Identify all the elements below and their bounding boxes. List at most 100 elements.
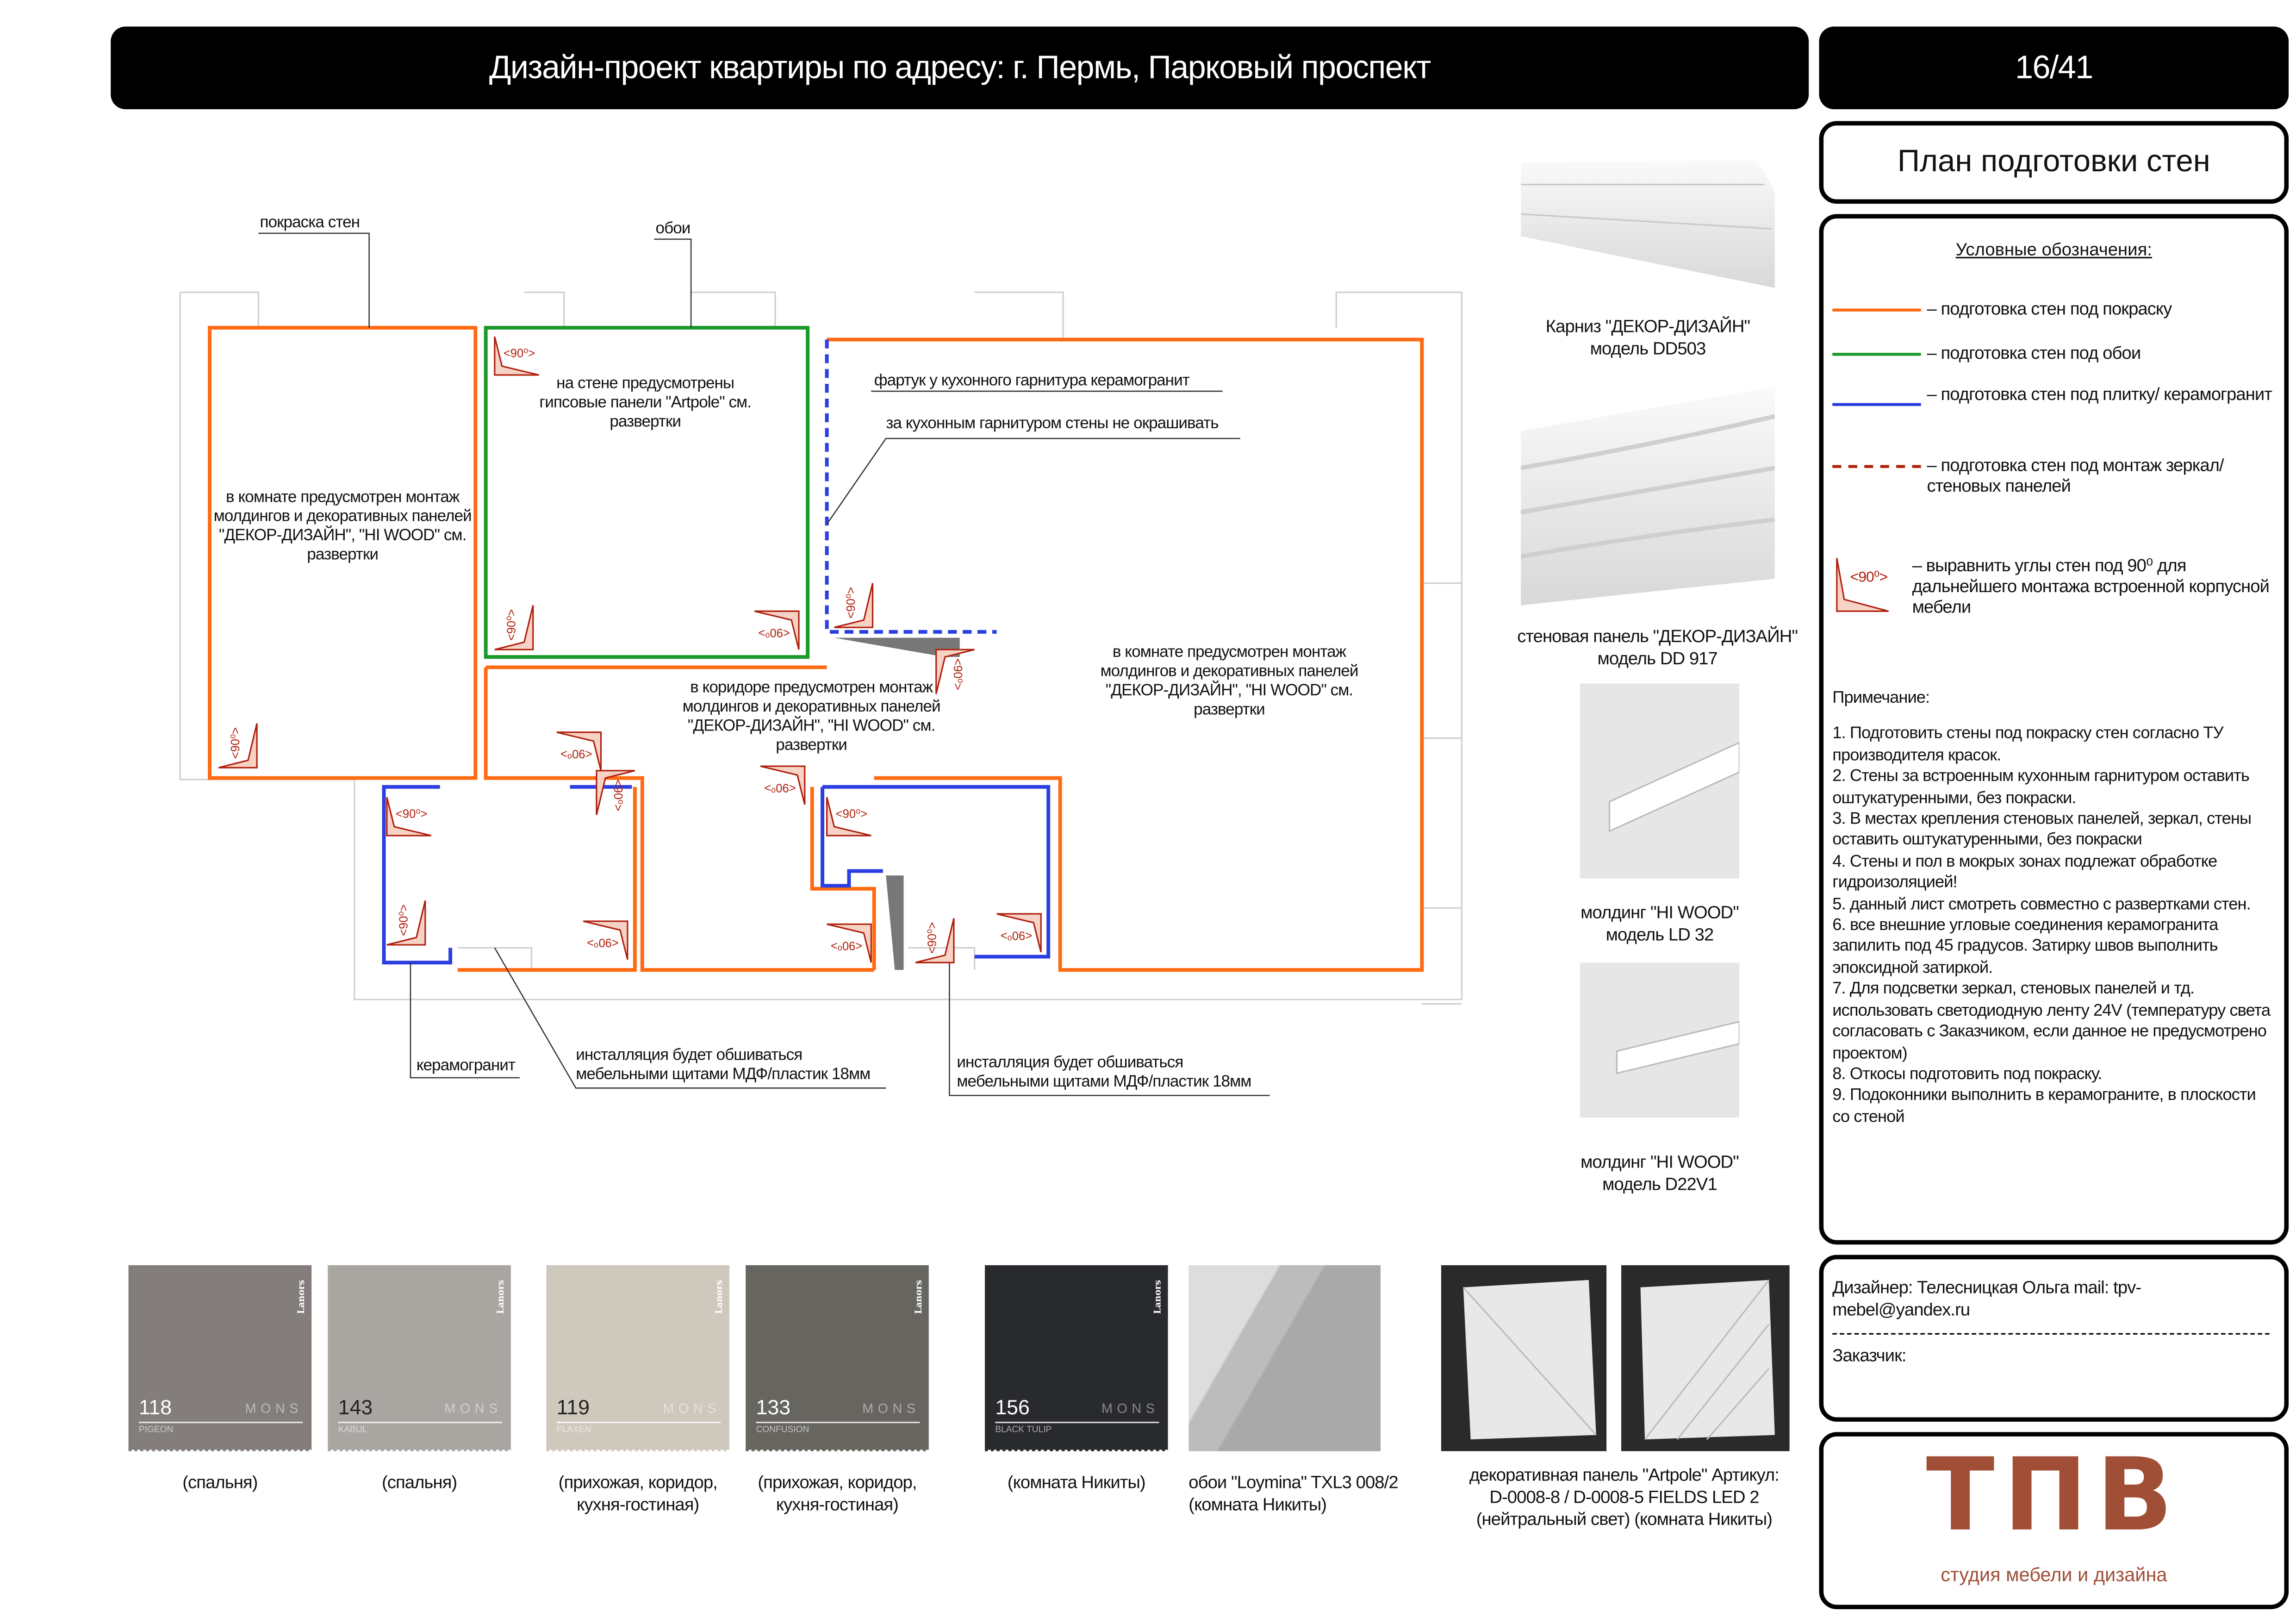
floor-plan: <90⁰> <90⁰> <90⁰> <90⁰> <90⁰> <90⁰> <90⁰> <90⁰>… — [179, 232, 1463, 1096]
label-ceramic: керамогранит — [416, 1057, 516, 1075]
swatch-series: MONS — [862, 1401, 920, 1416]
svg-text:<90⁰>: <90⁰> — [836, 808, 867, 821]
note-item: 4. Стены и пол в мокрых зонах подлежат о… — [1832, 853, 2217, 892]
svg-text:<90⁰>: <90⁰> — [229, 727, 242, 759]
swatch-caption: (комната Никиты) — [1007, 1472, 1146, 1493]
legend-notes-box: Условные обозначения: – подготовка стен … — [1819, 214, 2289, 1245]
logo-mark: ТПВ — [1926, 1438, 2182, 1555]
leader-lines — [258, 232, 1270, 1096]
page-number: 16/41 — [2015, 49, 2093, 86]
paint-swatch: Lanors 133 MONS CONFUSION — [746, 1265, 929, 1456]
swatch-number: 143 — [338, 1395, 373, 1419]
svg-text:<90⁰>: <90⁰> — [764, 781, 796, 794]
legend-item-angle: <90⁰> – выравнить углы стен под 90⁰ для … — [1832, 555, 2275, 617]
wall-bedroom-paint — [208, 325, 478, 780]
wall-bedroom2-wallpaper — [484, 325, 810, 659]
customer-label: Заказчик: — [1832, 1345, 1906, 1366]
svg-text:<90⁰>: <90⁰> — [845, 587, 858, 618]
note-item: 2. Стены за встроенным кухонным гарнитур… — [1832, 768, 2250, 807]
brand-logo: Lanors — [715, 1280, 725, 1314]
notes: Примечание: 1. Подготовить стены под пок… — [1832, 688, 2275, 1128]
serrated-edge — [746, 1449, 929, 1456]
angle-90-marker: <90⁰> — [494, 605, 534, 650]
sheet-title: План подготовки стен — [1897, 144, 2210, 179]
angle-90-icon: <90⁰> — [1836, 558, 1889, 612]
sheet-title-box: План подготовки стен — [1819, 121, 2289, 204]
product-caption-molding-d22v1: молдинг "HI WOOD" модель D22V1 — [1580, 1151, 1739, 1194]
label-room1: в комнате предусмотрен монтаж молдингов … — [213, 488, 472, 564]
note-item: 8. Откосы подготовить под покраску. — [1832, 1066, 2102, 1084]
label-room2: на стене предусмотрены гипсовые панели "… — [539, 375, 752, 431]
angle-90-marker: <90⁰> — [583, 920, 628, 960]
product-caption-wall-panel: стеновая панель "ДЕКОР-ДИЗАЙН" модель DD… — [1517, 626, 1798, 669]
swatch-caption: (прихожая, коридор, кухня-гостиная) — [758, 1472, 917, 1515]
wallpaper-sample-image — [1188, 1265, 1381, 1451]
project-title: Дизайн-проект квартиры по адресу: г. Пер… — [489, 49, 1431, 86]
svg-text:<90⁰>: <90⁰> — [1001, 929, 1032, 942]
angle-90-marker: <90⁰> — [834, 583, 874, 628]
label-install-2: инсталляция будет обшиваться мебельными … — [957, 1054, 1251, 1091]
swatch-series: MONS — [663, 1401, 721, 1416]
swatch-name: BLACK TULIP — [995, 1426, 1052, 1435]
legend-item-tile: – подготовка стен под плитку/ керамогран… — [1832, 384, 2275, 406]
label-wallpaper: обои — [655, 220, 691, 238]
label-living: в комнате предусмотрен монтаж молдингов … — [1100, 643, 1358, 719]
label-install-1: инсталляция будет обшиваться мебельными … — [576, 1047, 871, 1084]
green-line-icon — [1832, 353, 1921, 356]
logo-tagline: студия мебели и дизайна — [1941, 1563, 2167, 1586]
note-item: 5. данный лист смотреть совместно с разв… — [1832, 895, 2251, 913]
notes-title: Примечание: — [1832, 689, 1930, 707]
divider — [995, 1422, 1159, 1424]
angle-90-marker: <90⁰> — [827, 923, 872, 963]
paint-swatch: Lanors 118 MONS PIGEON — [128, 1265, 312, 1456]
swatch-number: 133 — [756, 1395, 791, 1419]
svg-text:<90⁰>: <90⁰> — [587, 936, 618, 949]
note-item: 9. Подоконники выполнить в керамограните… — [1832, 1087, 2256, 1126]
svg-text:<90⁰>: <90⁰> — [560, 747, 592, 760]
kitchen-unit-block — [834, 637, 960, 657]
product-caption-molding-ld32: молдинг "HI WOOD" модель LD 32 — [1580, 902, 1739, 945]
legend-title: Условные обозначения: — [1955, 239, 2152, 260]
serrated-edge — [128, 1449, 312, 1456]
wall-bath2-paint — [810, 787, 876, 970]
swatch-series: MONS — [1101, 1401, 1159, 1416]
swatch-name: FLAXEN — [556, 1426, 591, 1435]
angle-90-marker: <90⁰> — [935, 649, 975, 694]
swatch-caption: (спальня) — [182, 1472, 258, 1493]
wallpaper-caption: обои "Loymina" TXL3 008/2 (комната Никит… — [1188, 1472, 1398, 1515]
product-caption-cornice: Карниз "ДЕКОР-ДИЗАЙН" модель DD503 — [1545, 316, 1750, 359]
installation-block — [886, 875, 904, 970]
angle-90-marker: <90⁰> — [996, 913, 1042, 953]
note-item: 1. Подготовить стены под покраску стен с… — [1832, 725, 2223, 765]
paint-swatch: Lanors 143 MONS KABUL — [328, 1265, 511, 1456]
orange-line-icon — [1832, 308, 1921, 312]
legend-item-paint: – подготовка стен под покраску — [1832, 298, 2275, 319]
angle-90-marker: <90⁰> — [754, 610, 800, 650]
plan-outline — [179, 291, 1463, 1005]
brand-logo: Lanors — [297, 1280, 307, 1314]
label-apron: фартук у кухонного гарнитура керамограни… — [874, 372, 1190, 390]
swatch-series: MONS — [444, 1401, 502, 1416]
label-paint: покраска стен — [260, 214, 361, 232]
angle-90-marker: <90⁰> — [596, 770, 635, 815]
paint-swatch: Lanors 156 MONS BLACK TULIP — [984, 1265, 1168, 1456]
brand-logo: Lanors — [496, 1280, 507, 1314]
svg-text:<90⁰>: <90⁰> — [398, 904, 411, 936]
blue-line-icon — [1832, 403, 1921, 406]
swatch-series: MONS — [245, 1401, 303, 1416]
angle-90-marker: <90⁰> — [386, 797, 431, 837]
svg-text:<90⁰>: <90⁰> — [951, 658, 964, 690]
swatch-caption: (спальня) — [381, 1472, 457, 1493]
legend-item-wallpaper: – подготовка стен под обои — [1832, 343, 2275, 363]
wall-panel-image — [1521, 387, 1775, 606]
cornice-image — [1521, 159, 1775, 288]
divider — [138, 1422, 303, 1424]
angle-90-marker: <90⁰> — [760, 765, 806, 805]
dashdot-line-icon — [1832, 465, 1921, 468]
serrated-edge — [984, 1449, 1168, 1456]
swatch-name: KABUL — [338, 1426, 367, 1435]
wall-kitchen-apron-tile — [825, 339, 997, 634]
svg-text:<90⁰>: <90⁰> — [1850, 568, 1888, 585]
angle-90-marker: <90⁰> — [218, 723, 258, 768]
